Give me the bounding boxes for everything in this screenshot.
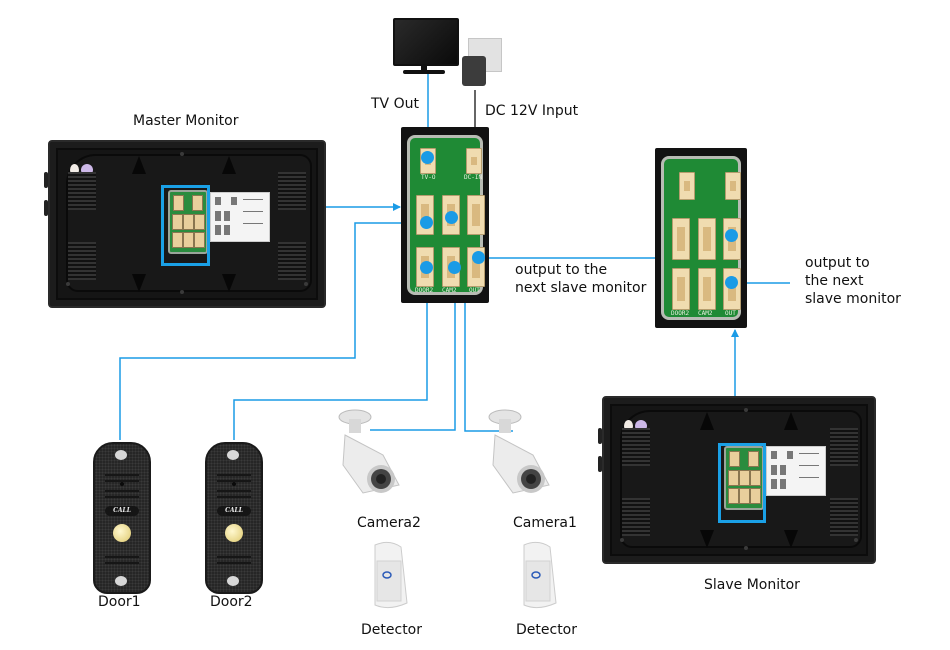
camera1-label: Camera1 [513,515,577,531]
port-dot-cam1 [445,211,458,224]
detector-left-icon [374,541,408,609]
port-dot-cam2 [448,261,461,274]
slave-connector-cam2 [698,268,716,310]
door2-call-button [225,524,243,542]
detector-right-label: Detector [516,622,578,638]
wire-door1 [119,222,427,440]
connector-door1 [416,195,434,235]
port-dot-tv [421,151,434,164]
slave-port-panel [724,446,764,510]
power-adapter-icon [462,38,502,94]
slave-monitor-label: Slave Monitor [704,577,800,593]
output-next-label-line2: next slave monitor [515,280,647,296]
camera1-icon [488,409,550,494]
door2-station: CALL [205,442,263,594]
camera2-label: Camera2 [357,515,421,531]
output-next-label-line1: output to the [515,262,608,278]
door1-call-label: CALL [105,506,139,516]
door1-call-button [113,524,131,542]
port-dot-out [472,251,485,264]
master-spec-sticker [210,192,270,242]
door1-label: Door1 [98,594,141,610]
port-dot-door1 [420,216,433,229]
tv-icon [393,18,459,76]
camera2-icon [338,409,400,494]
slave-output-label-line1: output to [805,255,870,271]
door1-station: CALL [93,442,151,594]
slave-port-dot-out [725,276,738,289]
slave-connector-door2 [672,268,690,310]
master-port-highlight [161,185,210,266]
slave-connector-cam1 [698,218,716,260]
door2-label: Door2 [210,594,253,610]
slave-monitor [598,396,876,564]
master-monitor [44,140,326,308]
slave-connector-dc-in [725,172,741,200]
slave-spec-sticker [766,446,826,496]
detector-right-icon [523,541,557,609]
wire-door2 [233,268,428,440]
tv-out-label: TV Out [371,96,419,112]
slave-connector-door1 [672,218,690,260]
connector-dc-in [466,148,482,174]
port-dot-door2 [420,261,433,274]
master-monitor-label: Master Monitor [133,113,239,129]
connector-in [467,195,485,235]
slave-output-label-line2: the next [805,273,864,289]
dc-input-label: DC 12V Input [485,103,579,119]
slave-port-dot-in [725,229,738,242]
detector-left-label: Detector [361,622,423,638]
slave-output-label-line3: slave monitor [805,291,901,307]
door2-call-label: CALL [217,506,251,516]
slave-connector-out [723,268,741,310]
slave-port-highlight [718,443,766,523]
slave-connector-tv-o [679,172,695,200]
wire-camera2 [370,268,456,431]
